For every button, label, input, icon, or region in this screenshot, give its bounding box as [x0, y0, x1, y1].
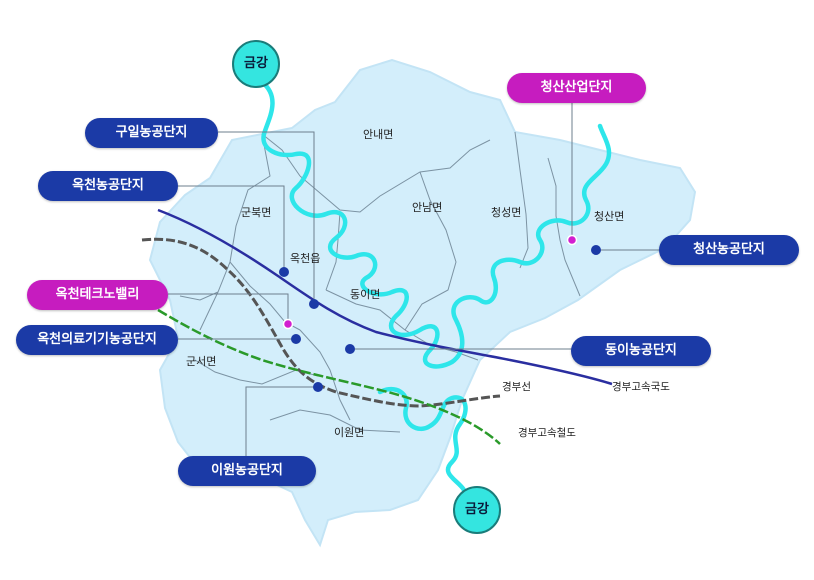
marker-dot-icon[interactable]	[282, 318, 294, 330]
callout-okcheon-techno-valley[interactable]: 옥천테크노밸리	[27, 280, 168, 310]
route-label-gyeongbu-expressway: 경부고속국도	[612, 380, 670, 393]
region-label-iwon: 이원면	[334, 426, 364, 439]
region-label-gunbuk: 군북면	[241, 206, 271, 219]
callout-leader-lines	[168, 100, 660, 456]
region-label-okcheon-eup: 옥천읍	[290, 251, 320, 265]
region-label-dongi: 동이면	[350, 288, 380, 301]
county-land	[148, 58, 697, 548]
marker-dot-icon[interactable]	[345, 344, 355, 354]
callout-okcheon-agri-complex[interactable]: 옥천농공단지	[38, 171, 178, 201]
river-label-top: 금강	[244, 56, 268, 71]
callout-dongi-agri-complex[interactable]: 동이농공단지	[571, 336, 711, 366]
route-label-gyeongbu-hsr: 경부고속철도	[518, 426, 576, 439]
marker-dot-icon[interactable]	[279, 267, 289, 277]
geum-river	[259, 79, 612, 369]
region-label-gunseo: 군서면	[186, 355, 216, 368]
marker-dot-icon[interactable]	[291, 334, 301, 344]
railway-gyeongbu-hsr	[157, 308, 501, 445]
marker-dot-icon[interactable]	[313, 382, 323, 392]
region-label-cheongseong: 청성면	[491, 206, 521, 219]
callout-guil-agri-complex[interactable]: 구일농공단지	[85, 118, 218, 148]
region-label-annam: 안남면	[412, 201, 442, 214]
marker-dot-icon[interactable]	[591, 245, 601, 255]
callout-iwon-agri-complex[interactable]: 이원농공단지	[178, 456, 316, 486]
railway-gyeongbu-line	[141, 237, 501, 408]
markers	[279, 234, 601, 392]
geum-river-south	[377, 386, 468, 493]
callout-okcheon-medical-device-agri-complex[interactable]: 옥천의료기기농공단지	[16, 325, 178, 355]
river-label-bottom: 금강	[465, 502, 489, 517]
callout-cheongsan-agri-complex[interactable]: 청산농공단지	[659, 235, 799, 265]
expressway-gyeongbu	[157, 208, 613, 386]
region-label-annae: 안내면	[363, 128, 393, 141]
route-label-gyeongbu-line: 경부선	[502, 380, 531, 393]
callout-cheongsan-industrial-complex[interactable]: 청산산업단지	[507, 73, 646, 103]
marker-dot-icon[interactable]	[566, 234, 578, 246]
marker-dot-icon[interactable]	[309, 299, 319, 309]
river-badge-icon: 금강	[453, 486, 501, 534]
region-label-cheongsan: 청산면	[594, 210, 624, 223]
river-badge-icon: 금강	[232, 40, 280, 88]
